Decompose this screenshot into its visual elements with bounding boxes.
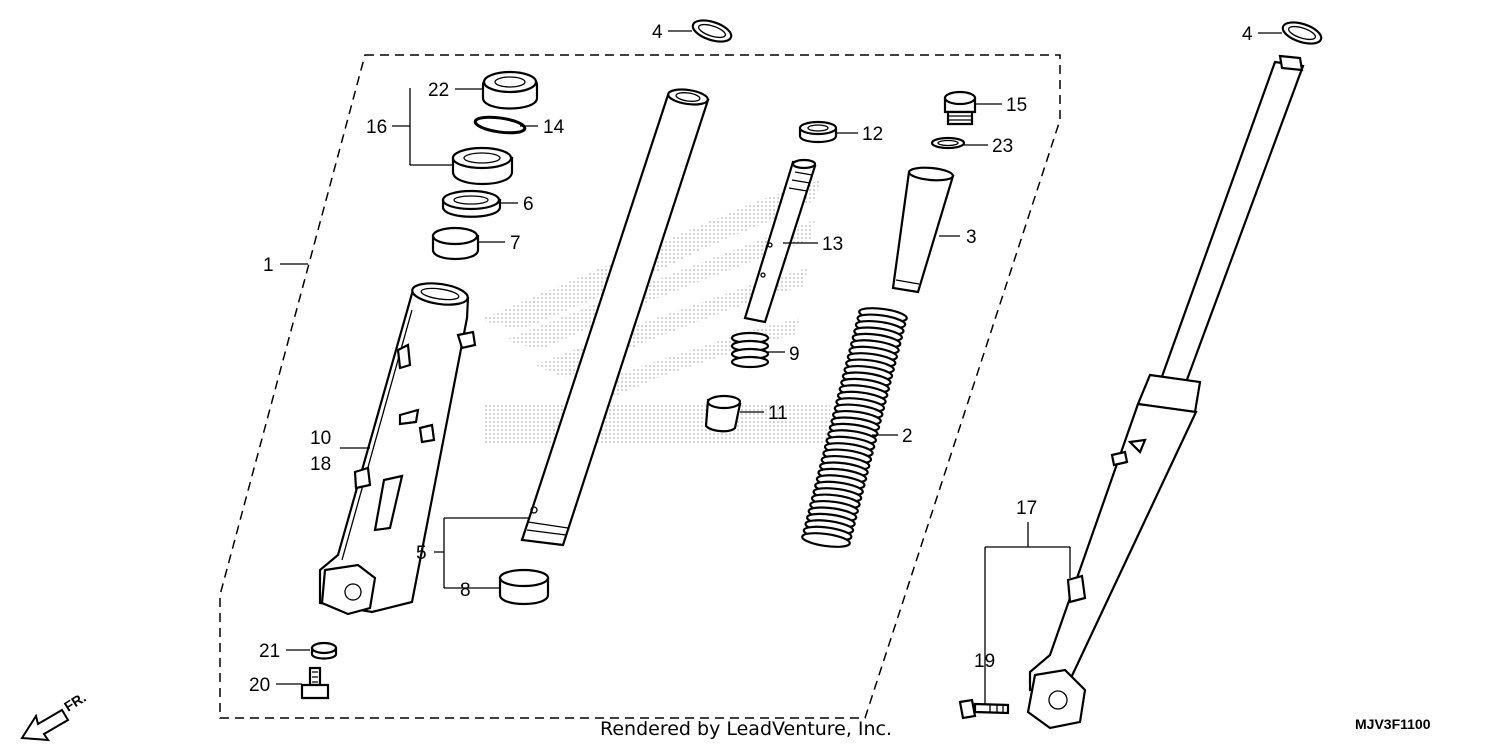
label-2: 2 xyxy=(902,426,913,447)
back-up-ring-part xyxy=(441,189,502,218)
fork-slider-part xyxy=(318,282,477,616)
stopper-ring-part xyxy=(473,115,527,135)
direction-label: FR. xyxy=(61,689,89,715)
label-21: 21 xyxy=(259,641,280,662)
o-ring-small-part xyxy=(930,136,966,150)
axle-pinch-bolt-part xyxy=(958,698,1010,720)
diagram-code: MJV3F1100 xyxy=(1355,716,1431,732)
guide-bushing-part xyxy=(498,568,550,605)
front-direction-arrow-icon: FR. xyxy=(20,689,89,742)
dust-seal-part xyxy=(481,70,539,110)
assembled-fork-part xyxy=(1026,54,1305,730)
label-6: 6 xyxy=(523,194,534,215)
label-11: 11 xyxy=(768,403,788,424)
label-4-right: 4 xyxy=(1242,24,1253,45)
label-18: 18 xyxy=(310,454,331,475)
label-16: 16 xyxy=(366,117,387,138)
damper-rod-part xyxy=(743,158,817,324)
label-17: 17 xyxy=(1016,498,1037,519)
fork-pipe-part xyxy=(520,88,710,547)
fork-spring-part xyxy=(801,307,908,548)
footer-credit: Rendered by LeadVenture, Inc. xyxy=(600,718,892,740)
o-ring-part xyxy=(691,19,733,43)
label-12: 12 xyxy=(862,124,883,145)
label-23: 23 xyxy=(992,136,1013,157)
label-8: 8 xyxy=(460,580,471,601)
label-20: 20 xyxy=(249,675,270,696)
label-15: 15 xyxy=(1006,95,1027,116)
honda-wing-watermark xyxy=(480,180,830,445)
oil-lock-piece-part xyxy=(704,394,742,433)
sealing-washer-part xyxy=(310,641,338,660)
fork-spacer-part xyxy=(891,166,955,294)
label-1: 1 xyxy=(263,255,274,276)
label-14: 14 xyxy=(543,117,565,138)
label-19: 19 xyxy=(974,651,995,672)
label-5: 5 xyxy=(416,543,427,564)
label-10: 10 xyxy=(310,428,331,449)
spring-coil xyxy=(801,532,851,548)
socket-bolt-part xyxy=(300,666,330,700)
oil-seal-part xyxy=(451,146,514,186)
assembly-outline xyxy=(219,54,1061,719)
label-22: 22 xyxy=(428,80,449,101)
label-3: 3 xyxy=(966,227,977,248)
fork-bolt-part xyxy=(943,90,977,126)
label-7: 7 xyxy=(510,233,521,254)
o-ring-part-right xyxy=(1281,21,1323,45)
slider-bushing-part xyxy=(431,226,480,260)
piston-ring-part xyxy=(798,120,838,144)
rebound-spring-part xyxy=(730,331,770,369)
label-13: 13 xyxy=(822,234,843,255)
leader-lines xyxy=(276,30,1282,705)
label-4-left: 4 xyxy=(652,22,663,43)
label-9: 9 xyxy=(789,344,800,365)
